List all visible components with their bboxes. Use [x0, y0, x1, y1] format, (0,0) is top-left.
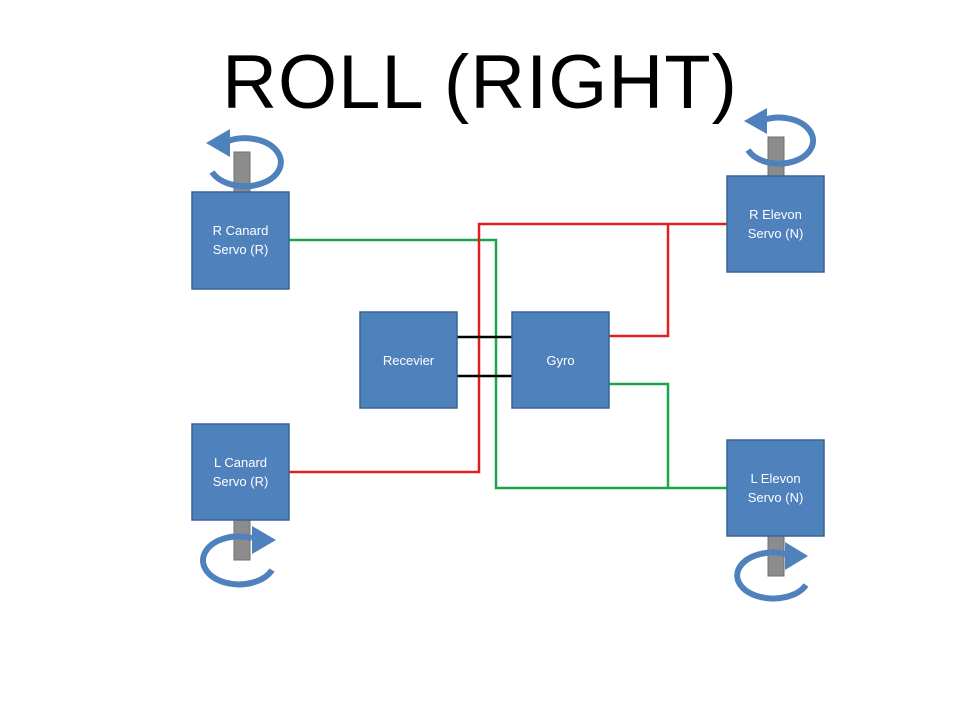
r-elevon-shaft	[767, 136, 785, 178]
l-elevon-label-line1: L Elevon	[750, 471, 800, 486]
l-elevon-label-line2: Servo (N)	[748, 490, 804, 505]
r-canard-label-line1: R Canard	[213, 223, 269, 238]
r-canard-label-line2: Servo (R)	[213, 242, 269, 257]
l-elevon-servo-box: L Elevon Servo (N)	[726, 439, 825, 537]
wire-r-canard-green	[289, 238, 727, 490]
l-canard-servo-box: L Canard Servo (R)	[191, 423, 290, 521]
rotation-arrow-icon	[200, 526, 276, 588]
receiver-label: Recevier	[383, 353, 435, 368]
l-canard-label-line2: Servo (R)	[213, 474, 269, 489]
gyro-box: Gyro	[511, 311, 610, 409]
gyro-label: Gyro	[546, 353, 574, 368]
receiver-box: Recevier	[359, 311, 458, 409]
r-elevon-label-line1: R Elevon	[749, 207, 802, 222]
r-canard-servo-box: R Canard Servo (R)	[191, 191, 290, 290]
rotation-arrow-icon	[734, 542, 809, 602]
r-elevon-label-line2: Servo (N)	[748, 226, 804, 241]
rotation-arrow-icon	[744, 108, 816, 167]
r-elevon-servo-box: R Elevon Servo (N)	[726, 175, 825, 273]
page-title: ROLL (RIGHT)	[222, 40, 738, 125]
wire-gyro-red	[609, 224, 670, 338]
rotation-arrow-icon	[206, 129, 284, 190]
wire-l-canard-red	[289, 222, 727, 474]
l-canard-label-line1: L Canard	[214, 455, 267, 470]
wire-gyro-green	[609, 382, 670, 488]
